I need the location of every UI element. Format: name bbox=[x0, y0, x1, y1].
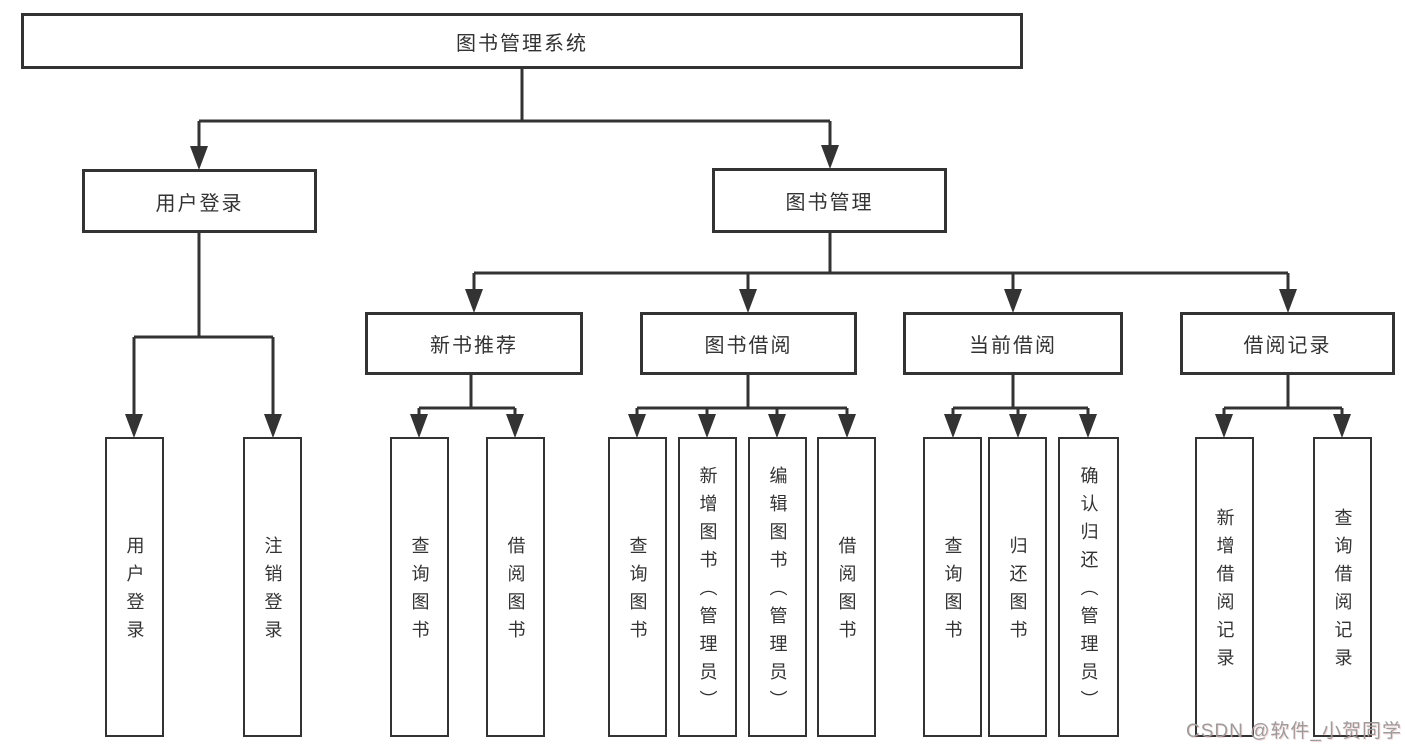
leaf-query-borrow-record-label: 查询借阅记录 bbox=[1332, 508, 1353, 676]
leaf-borrow-books-label: 借阅图书 bbox=[836, 536, 857, 648]
leaf-return-books: 归还图书 bbox=[988, 437, 1047, 737]
node-book-management: 图书管理 bbox=[712, 168, 947, 233]
leaf-add-books-admin: 新增图书（管理员） bbox=[678, 437, 737, 737]
connector-bookborrow-to-leaves bbox=[635, 375, 849, 421]
node-book-borrow: 图书借阅 bbox=[640, 312, 857, 375]
arrow-down-icon bbox=[264, 414, 282, 438]
leaf-borrow-books-recommend: 借阅图书 bbox=[486, 437, 545, 737]
arrow-down-icon bbox=[410, 414, 428, 438]
leaf-query-borrow-record: 查询借阅记录 bbox=[1313, 437, 1372, 737]
leaf-query-books-borrow: 查询图书 bbox=[608, 437, 667, 737]
arrow-down-icon bbox=[768, 414, 786, 438]
leaf-add-borrow-record: 新增借阅记录 bbox=[1195, 437, 1254, 737]
arrow-down-icon bbox=[838, 414, 856, 438]
leaf-return-books-label: 归还图书 bbox=[1007, 536, 1028, 648]
node-user-login-label: 用户登录 bbox=[155, 192, 244, 215]
node-current-borrow: 当前借阅 bbox=[903, 312, 1123, 375]
arrow-down-icon bbox=[944, 414, 962, 438]
connector-root-to-level2 bbox=[197, 69, 832, 152]
arrow-down-icon bbox=[1279, 289, 1297, 313]
leaf-confirm-return-admin-label: 确认归还（管理员） bbox=[1078, 466, 1099, 718]
arrow-down-icon bbox=[465, 289, 483, 313]
csdn-watermark: CSDN @软件_小贺同学 bbox=[1186, 721, 1402, 742]
node-root-system: 图书管理系统 bbox=[21, 13, 1023, 69]
leaf-add-borrow-record-label: 新增借阅记录 bbox=[1214, 508, 1235, 676]
connector-bookmgmt-to-level3 bbox=[472, 233, 1290, 294]
node-borrow-records: 借阅记录 bbox=[1180, 312, 1395, 375]
node-book-borrow-label: 图书借阅 bbox=[704, 335, 793, 357]
arrow-down-icon bbox=[1333, 414, 1351, 438]
connector-records-to-leaves bbox=[1222, 375, 1344, 421]
leaf-query-books-current-label: 查询图书 bbox=[942, 536, 963, 648]
leaf-borrow-books-recommend-label: 借阅图书 bbox=[505, 536, 526, 648]
node-new-book-recommend-label: 新书推荐 bbox=[430, 335, 518, 357]
node-root-label: 图书管理系统 bbox=[456, 32, 588, 55]
arrowheads bbox=[125, 145, 1351, 438]
leaf-confirm-return-admin: 确认归还（管理员） bbox=[1058, 437, 1119, 737]
arrow-down-icon bbox=[1079, 414, 1097, 438]
node-book-management-label: 图书管理 bbox=[785, 192, 874, 214]
node-borrow-records-label: 借阅记录 bbox=[1243, 335, 1332, 357]
arrow-down-icon bbox=[739, 289, 757, 313]
arrow-down-icon bbox=[1215, 414, 1233, 438]
leaf-user-login: 用户登录 bbox=[105, 437, 164, 737]
leaf-logout: 注销登录 bbox=[243, 437, 302, 737]
leaf-add-books-admin-label: 新增图书（管理员） bbox=[697, 466, 718, 718]
arrow-down-icon bbox=[125, 414, 143, 438]
leaf-query-books-current: 查询图书 bbox=[923, 437, 982, 737]
leaf-query-books-recommend-label: 查询图书 bbox=[409, 536, 430, 648]
leaf-borrow-books: 借阅图书 bbox=[817, 437, 876, 737]
node-new-book-recommend: 新书推荐 bbox=[365, 312, 583, 375]
leaf-edit-books-admin-label: 编辑图书（管理员） bbox=[767, 466, 788, 718]
arrow-down-icon bbox=[1009, 414, 1027, 438]
arrow-down-icon bbox=[190, 146, 208, 170]
connector-newbook-to-leaves bbox=[417, 375, 517, 421]
node-user-login: 用户登录 bbox=[82, 169, 317, 233]
connector-userlogin-to-leaves bbox=[132, 233, 275, 419]
arrow-down-icon bbox=[1004, 289, 1022, 313]
arrow-down-icon bbox=[821, 145, 839, 169]
arrow-down-icon bbox=[506, 414, 524, 438]
leaf-query-books-borrow-label: 查询图书 bbox=[627, 536, 648, 648]
leaf-edit-books-admin: 编辑图书（管理员） bbox=[748, 437, 807, 737]
node-current-borrow-label: 当前借阅 bbox=[969, 335, 1057, 357]
leaf-user-login-label: 用户登录 bbox=[124, 536, 145, 648]
leaf-query-books-recommend: 查询图书 bbox=[390, 437, 449, 737]
arrow-down-icon bbox=[698, 414, 716, 438]
leaf-logout-label: 注销登录 bbox=[262, 536, 283, 648]
arrow-down-icon bbox=[628, 414, 646, 438]
